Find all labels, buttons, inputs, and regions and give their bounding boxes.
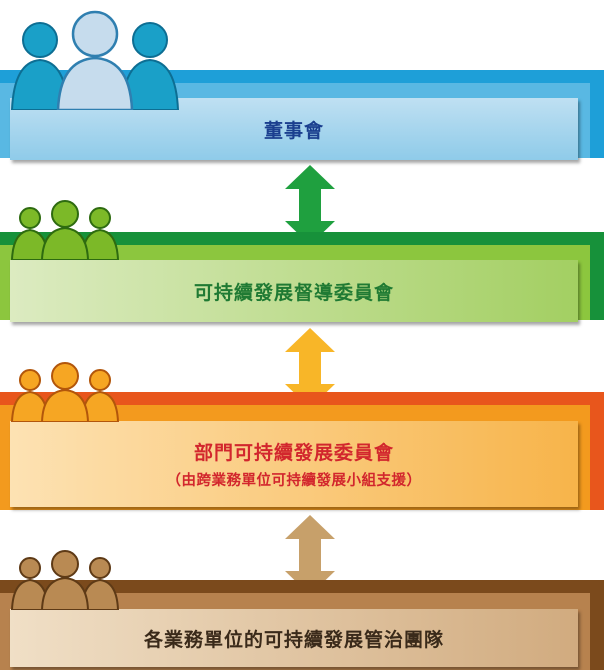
people-group-icon bbox=[10, 10, 180, 110]
tier-title: 各業務單位的可持續發展管治團隊 bbox=[143, 628, 444, 651]
tier-box: 各業務單位的可持續發展管治團隊 bbox=[10, 609, 578, 667]
double-arrow-icon bbox=[285, 328, 335, 408]
tier-title: 董事會 bbox=[263, 119, 324, 142]
tier-title: 部門可持續發展委員會 bbox=[193, 442, 394, 464]
tier-department-committee: 部門可持續發展委員會 （由跨業務單位可持續發展小組支援） bbox=[0, 357, 604, 517]
tier-box: 可持續發展督導委員會 bbox=[10, 260, 578, 322]
tier-business-unit-teams: 各業務單位的可持續發展管治團隊 bbox=[0, 545, 604, 670]
tier-board: 董事會 bbox=[0, 0, 604, 165]
people-group-icon bbox=[10, 200, 120, 260]
tier-steering-committee: 可持續發展督導委員會 bbox=[0, 195, 604, 330]
tier-title: 可持續發展督導委員會 bbox=[193, 281, 394, 304]
tier-box: 部門可持續發展委員會 （由跨業務單位可持續發展小組支援） bbox=[10, 421, 578, 507]
tier-subtitle: （由跨業務單位可持續發展小組支援） bbox=[166, 473, 422, 489]
people-group-icon bbox=[10, 362, 120, 422]
people-group-icon bbox=[10, 550, 120, 610]
double-arrow-icon bbox=[285, 515, 335, 595]
double-arrow-icon bbox=[285, 165, 335, 245]
